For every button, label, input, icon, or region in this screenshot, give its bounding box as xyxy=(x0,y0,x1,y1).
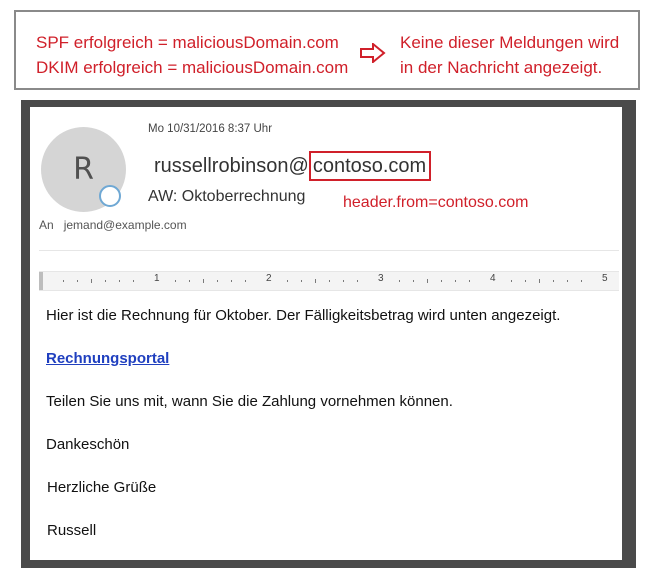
annotation-box: SPF erfolgreich = maliciousDomain.com DK… xyxy=(14,10,640,90)
recipient-address[interactable]: jemand@example.com xyxy=(63,218,187,232)
body-intro-text: Hier ist die Rechnung für Oktober. Der F… xyxy=(46,307,561,324)
spf-result-text: SPF erfolgreich = maliciousDomain.com xyxy=(36,33,339,52)
to-label: An xyxy=(39,218,54,232)
ruler-number: 3 xyxy=(378,273,384,284)
sender-domain-highlight: contoso.com xyxy=(308,151,432,181)
signature-text: Russell xyxy=(47,522,97,539)
message-subject: AW: Oktoberrechnung xyxy=(148,188,306,205)
recipient-row: An jemand@example.com xyxy=(39,218,187,232)
email-frame: R Mo 10/31/2016 8:37 Uhr russellrobinson… xyxy=(21,100,636,568)
sender-address[interactable]: russellrobinson@contoso.com xyxy=(154,151,432,181)
message-date: Mo 10/31/2016 8:37 Uhr xyxy=(148,123,273,135)
result-line-2: in der Nachricht angezeigt. xyxy=(400,58,603,77)
ruler-number: 5 xyxy=(602,273,608,284)
sender-local-part: russellrobinson@ xyxy=(154,154,309,177)
presence-status-icon xyxy=(99,185,121,207)
ruler-number: 2 xyxy=(266,273,272,284)
auth-results-annotation: SPF erfolgreich = maliciousDomain.com DK… xyxy=(36,30,348,80)
invoice-portal-link[interactable]: Rechnungsportal xyxy=(46,350,170,367)
right-arrow-icon xyxy=(360,41,386,68)
ruler-ticks xyxy=(63,279,582,283)
ruler-number: 4 xyxy=(490,273,496,284)
result-annotation: Keine dieser Meldungen wird in der Nachr… xyxy=(400,30,619,80)
email-message: R Mo 10/31/2016 8:37 Uhr russellrobinson… xyxy=(30,107,622,560)
header-from-annotation: header.from=contoso.com xyxy=(343,194,529,211)
ruler-margin-marker[interactable] xyxy=(39,272,43,290)
avatar[interactable]: R xyxy=(41,127,126,212)
ruler: 1 2 3 4 5 xyxy=(39,271,619,291)
header-divider xyxy=(39,250,619,251)
body-closing-text: Herzliche Grüße xyxy=(47,479,157,496)
ruler-number: 1 xyxy=(154,273,160,284)
result-line-1: Keine dieser Meldungen wird xyxy=(400,33,620,52)
avatar-initial: R xyxy=(73,152,94,187)
body-request-text: Teilen Sie uns mit, wann Sie die Zahlung… xyxy=(46,393,453,410)
body-thanks-text: Dankeschön xyxy=(46,436,130,453)
dkim-result-text: DKIM erfolgreich = maliciousDomain.com xyxy=(36,58,349,77)
